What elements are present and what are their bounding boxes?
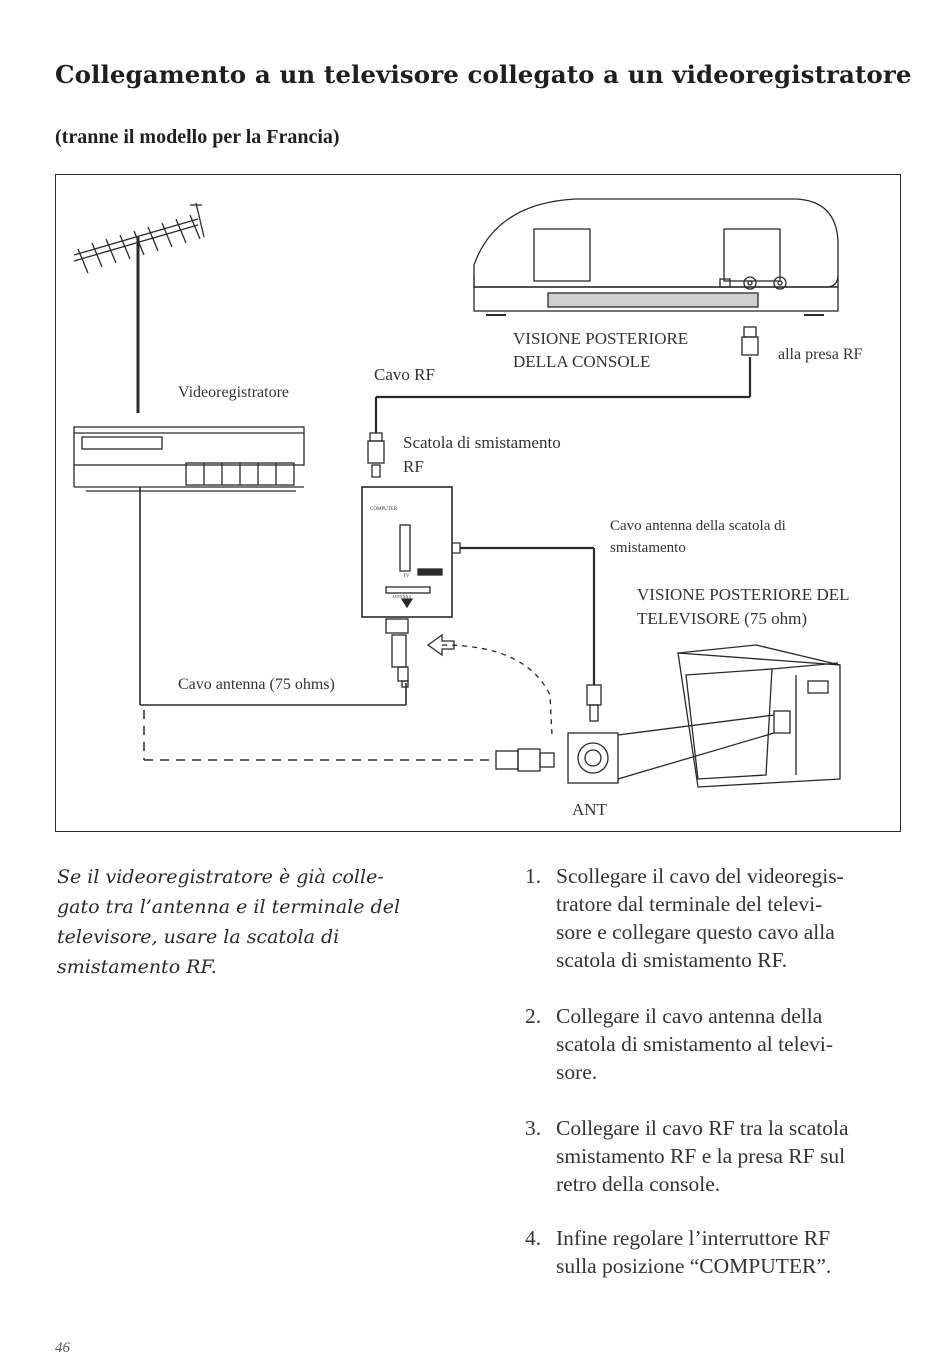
antenna-cable-label: Cavo antenna (75 ohms): [178, 676, 335, 693]
step-1: 1. Scollegare il cavo del videoregis- tr…: [525, 862, 915, 974]
vcr-label: Videoregistratore: [178, 384, 289, 401]
connection-diagram-drawing: [73, 198, 841, 788]
page-number: 46: [55, 1340, 70, 1356]
step-text: tratore dal terminale del televi-: [556, 892, 823, 916]
switch-antenna-cable-label-1: Cavo antenna della scatola di: [610, 518, 786, 534]
step-text: sore.: [556, 1060, 598, 1084]
note-line: smistamento RF.: [57, 956, 217, 978]
step-number: 2.: [525, 1004, 542, 1028]
step-number: 3.: [525, 1116, 542, 1140]
note-line: televisore, usare la scatola di: [57, 926, 340, 948]
step-text: sulla posizione “COMPUTER”.: [556, 1254, 832, 1278]
vcr-note: Se il videoregistratore è già colle- gat…: [57, 862, 447, 982]
page-title: Collegamento a un televisore collegato a…: [55, 60, 912, 89]
step-text: scatola di smistamento al televi-: [556, 1032, 834, 1056]
console-icon: [473, 198, 839, 316]
vcr-icon: [73, 426, 305, 492]
step-text: retro della console.: [556, 1172, 721, 1196]
switch-tv-label: TV: [403, 574, 410, 579]
step-text: Collegare il cavo antenna della: [556, 1004, 823, 1028]
step-3: 3. Collegare il cavo RF tra la scatola s…: [525, 1114, 915, 1198]
step-2: 2. Collegare il cavo antenna della scato…: [525, 1002, 915, 1086]
rf-cable-label: Cavo RF: [374, 365, 435, 384]
ant-label: ANT: [572, 800, 607, 819]
rf-port-label: alla presa RF: [778, 346, 863, 363]
rear-tv-label-1: VISIONE POSTERIORE DEL: [637, 585, 850, 604]
rear-tv-label-2: TELEVISORE (75 ohm): [637, 609, 807, 628]
switch-computer-label: COMPUTER: [370, 507, 398, 512]
switch-box-label-1: Scatola di smistamento: [403, 433, 561, 452]
step-text: Infine regolare l’interruttore RF: [556, 1226, 831, 1250]
note-line: gato tra l’antenna e il terminale del: [57, 896, 401, 918]
step-number: 4.: [525, 1226, 542, 1250]
step-4: 4. Infine regolare l’interruttore RF sul…: [525, 1224, 915, 1280]
switch-box-label-2: RF: [403, 457, 424, 476]
step-number: 1.: [525, 864, 542, 888]
steps-list: 1. Scollegare il cavo del videoregis- tr…: [525, 862, 915, 1280]
connection-diagram: Videoregistratore Cavo RF VISIONE POSTER…: [55, 174, 901, 832]
page-subtitle: (tranne il modello per la Francia): [55, 126, 340, 148]
step-text: sore e collegare questo cavo alla: [556, 920, 835, 944]
antenna-icon: [73, 202, 205, 413]
step-text: smistamento RF e la presa RF sul: [556, 1144, 846, 1168]
rear-console-label-2: DELLA CONSOLE: [513, 352, 651, 371]
step-text: Collegare il cavo RF tra la scatola: [556, 1116, 849, 1140]
step-text: Scollegare il cavo del videoregis-: [556, 864, 844, 888]
rear-console-label-1: VISIONE POSTERIORE: [513, 329, 689, 348]
note-line: Se il videoregistratore è già colle-: [57, 866, 384, 888]
tv-icon: [617, 644, 841, 788]
rf-cable-console: [367, 326, 759, 478]
rf-switch-box-icon: [361, 486, 461, 688]
switch-antenna-cable-label-2: smistamento: [610, 540, 686, 556]
step-text: scatola di smistamento RF.: [556, 948, 788, 972]
switch-antenna-label: ANTENNA: [392, 594, 412, 599]
